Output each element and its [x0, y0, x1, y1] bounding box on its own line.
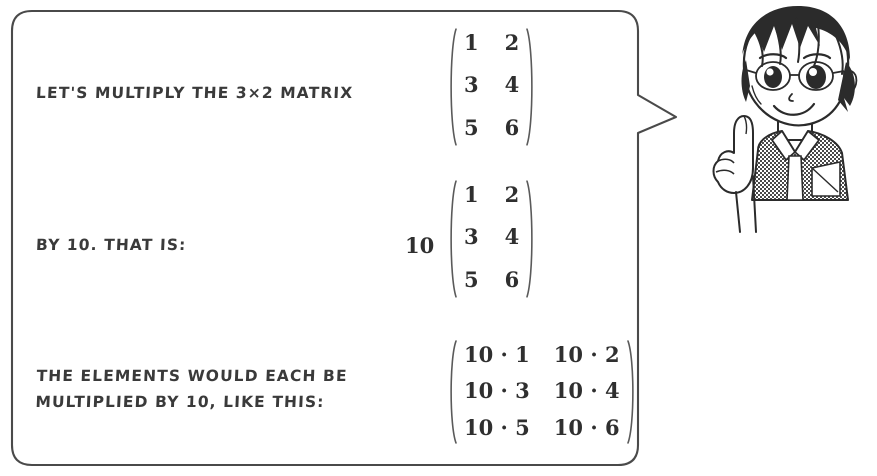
matrix-cells: 1 2 3 4 5 6 [458, 28, 525, 146]
matrix-cell: 3 [464, 72, 479, 98]
bubble-content: LET'S MULTIPLY THE 3×2 MATRIX 1 2 3 4 5 … [12, 12, 638, 465]
statement-text-2: BY 10. THAT IS: [35, 236, 187, 254]
eyes [758, 53, 832, 89]
matrix-cell: 10 · 3 [464, 378, 530, 404]
eye-highlight [766, 68, 774, 76]
matrix-left-bracket [446, 28, 458, 146]
matrix-cell: 10 · 4 [553, 378, 620, 404]
matrix-cells: 1 2 3 4 5 6 [458, 180, 525, 298]
pointing-hand [712, 115, 757, 233]
matrix-left-bracket [446, 180, 458, 298]
matrix-cell: 5 [464, 266, 479, 292]
matrix-right-bracket [525, 180, 537, 298]
nose [788, 93, 794, 102]
glasses [745, 61, 845, 91]
matrix-cell: 1 [464, 182, 479, 207]
statement-row-1: LET'S MULTIPLY THE 3×2 MATRIX 1 2 3 4 5 … [36, 80, 626, 106]
matrix-right-bracket [525, 28, 537, 146]
matrix-cell: 10 · 6 [553, 414, 620, 440]
statement-text-3: THE ELEMENTS WOULD EACH BE MULTIPLIED BY… [35, 367, 348, 411]
statement-text-1: LET'S MULTIPLY THE 3×2 MATRIX [35, 84, 354, 102]
cheek-line [751, 85, 762, 105]
sleeve-fold [811, 167, 839, 193]
hair-side-right [838, 62, 855, 112]
matrix-cell: 6 [504, 114, 520, 140]
matrix-cell: 2 [504, 182, 520, 207]
matrix-right-bracket [626, 340, 638, 444]
hair-strands [753, 17, 844, 75]
matrix-cell: 1 [464, 30, 479, 55]
eye-highlight [809, 68, 817, 76]
matrix-cell: 2 [504, 30, 520, 55]
matrix-cell: 3 [464, 224, 479, 250]
hair [741, 6, 851, 72]
matrix-original-2: 1 2 3 4 5 6 [446, 180, 537, 298]
matrix-result: 10 · 1 10 · 2 10 · 3 10 · 4 10 · 5 10 · … [446, 340, 638, 444]
shirt-placket [786, 155, 804, 201]
collar-left [771, 130, 796, 161]
statement-row-2: BY 10. THAT IS: 10 1 2 3 4 5 6 [36, 232, 626, 258]
mouth [772, 102, 816, 116]
matrix-cell: 4 [504, 224, 520, 250]
collar-right [794, 130, 820, 161]
matrix-cell: 6 [504, 266, 520, 292]
character-illustration [700, 0, 877, 240]
matrix-original-1: 1 2 3 4 5 6 [446, 28, 537, 146]
scalar-multiplier-2: 10 [405, 233, 435, 258]
hair-side-left [741, 60, 750, 102]
matrix-cell: 4 [504, 72, 520, 98]
matrix-cell: 10 · 2 [553, 342, 620, 367]
matrix-cells: 10 · 1 10 · 2 10 · 3 10 · 4 10 · 5 10 · … [458, 340, 626, 444]
matrix-cell: 5 [464, 114, 479, 140]
matrix-left-bracket [446, 340, 458, 444]
matrix-cell: 10 · 1 [464, 342, 530, 367]
matrix-cell: 10 · 5 [464, 414, 530, 440]
